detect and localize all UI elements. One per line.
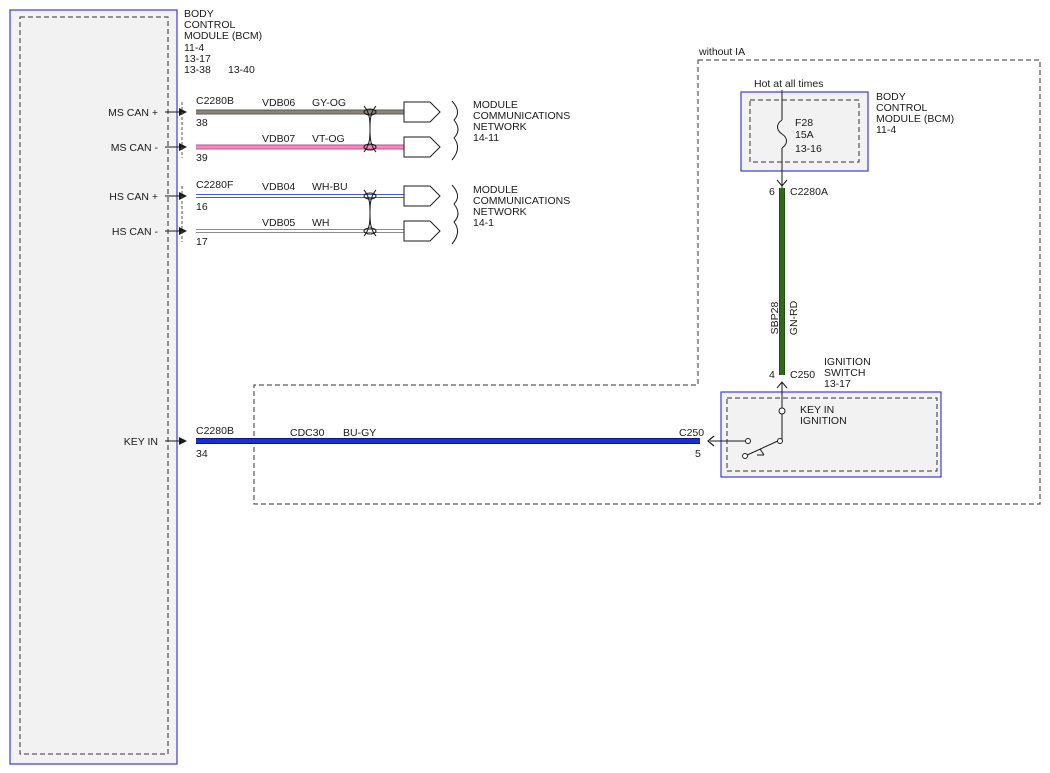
pin-label-hs-can-plus: HS CAN +	[109, 191, 158, 203]
bcm-main-inner-dashed	[19, 16, 169, 755]
color-code-wh-bu: WH-BU	[312, 181, 348, 193]
network-hs-line-2: COMMUNICATIONS	[473, 195, 570, 207]
pin-number-17: 17	[196, 236, 208, 248]
network-brace-ms	[451, 100, 459, 161]
without-ia-region	[253, 59, 1041, 505]
ignition-switch-module	[720, 391, 942, 478]
circuit-label-vdb07: VDB07	[262, 133, 295, 145]
bcm-fuse-module	[740, 91, 869, 172]
connector-plug-hs-plus	[403, 185, 441, 207]
circuit-label-vdb04: VDB04	[262, 181, 295, 193]
color-code-bu-gy: BU-GY	[343, 427, 376, 439]
bcm-fuse-title-3: MODULE (BCM)	[876, 113, 954, 125]
bcm-main-ref-4: 13-40	[228, 64, 255, 76]
pin-label-ms-can-plus: MS CAN +	[108, 107, 158, 119]
pin-label-key-in: KEY IN	[124, 436, 158, 448]
ignition-switch-title-2: SWITCH	[824, 367, 865, 379]
switch-contact-top	[778, 407, 786, 415]
key-in-ignition-line-2: IGNITION	[800, 415, 847, 427]
twisted-pair-symbol-ms	[363, 105, 377, 153]
connector-label-c250-key: C250	[679, 427, 704, 439]
pin-number-34: 34	[196, 448, 208, 460]
pin-number-4: 4	[769, 369, 775, 381]
twisted-pair-symbol-hs	[363, 189, 377, 237]
connector-label-c250-top: C250	[790, 369, 815, 381]
connector-label-c2280a: C2280A	[790, 186, 828, 198]
network-ms-line-2: COMMUNICATIONS	[473, 110, 570, 122]
pin-number-38: 38	[196, 117, 208, 129]
hot-at-all-times-label: Hot at all times	[754, 78, 823, 90]
circuit-label-vdb06: VDB06	[262, 97, 295, 109]
bcm-main-ref-1: 11-4	[184, 42, 204, 54]
ignition-switch-title-1: IGNITION	[824, 356, 871, 368]
ignition-switch-ref: 13-17	[824, 378, 851, 390]
fuse-name: F28	[795, 117, 813, 129]
fuse-f28-symbol	[777, 119, 787, 149]
connector-plug-hs-minus	[403, 220, 441, 242]
circuit-label-vdb05: VDB05	[262, 217, 295, 229]
bcm-main-title-2: CONTROL	[184, 19, 235, 31]
pin-number-5: 5	[695, 448, 701, 460]
bcm-main-module	[9, 9, 178, 765]
connector-label-c2280b-ms: C2280B	[196, 95, 234, 107]
bcm-main-title-3: MODULE (BCM)	[184, 30, 262, 42]
fuse-ref: 13-16	[795, 143, 822, 155]
circuit-label-cdc30: CDC30	[290, 427, 325, 439]
bcm-fuse-title-1: BODY	[876, 91, 906, 103]
bcm-main-ref-3: 13-38	[184, 64, 211, 76]
color-code-wh: WH	[312, 217, 330, 229]
network-ms-line-1: MODULE	[473, 99, 518, 111]
bcm-fuse-ref: 11-4	[876, 124, 896, 136]
pin-label-ms-can-minus: MS CAN -	[111, 142, 159, 154]
network-ms-line-3: NETWORK	[473, 121, 527, 133]
bcm-main-ref-2: 13-17	[184, 53, 211, 65]
pin-number-16: 16	[196, 201, 208, 213]
network-hs-ref: 14-1	[473, 217, 494, 229]
network-hs-line-3: NETWORK	[473, 206, 527, 218]
color-code-gy-og: GY-OG	[312, 97, 346, 109]
connector-plug-ms-plus	[403, 101, 441, 123]
pin-label-hs-can-minus: HS CAN -	[112, 226, 159, 238]
bcm-main-title-1: BODY	[184, 8, 214, 20]
key-in-switch-symbol	[710, 438, 783, 459]
connector-label-c2280f: C2280F	[196, 179, 233, 191]
bcm-fuse-title-2: CONTROL	[876, 102, 927, 114]
connector-label-c2280b-key: C2280B	[196, 425, 234, 437]
pin-number-6: 6	[769, 186, 775, 198]
color-code-gn-rd: GN-RD	[788, 300, 800, 335]
fuse-rating: 15A	[795, 129, 814, 141]
color-code-vt-og: VT-OG	[312, 133, 345, 145]
bcm-fuse-inner-dashed	[749, 99, 860, 163]
connector-c250-key-symbol	[707, 435, 715, 447]
connector-c2280a-symbol	[776, 179, 788, 187]
ignition-switch-inner-dashed	[726, 397, 938, 472]
connector-plug-ms-minus	[403, 136, 441, 158]
without-ia-label: without IA	[698, 46, 745, 58]
pin-number-39: 39	[196, 152, 208, 164]
network-ms-ref: 14-11	[473, 132, 499, 144]
network-hs-line-1: MODULE	[473, 184, 518, 196]
key-in-ignition-line-1: KEY IN	[800, 404, 834, 416]
network-brace-hs	[451, 184, 459, 245]
circuit-label-sbp28: SBP28	[769, 302, 781, 335]
